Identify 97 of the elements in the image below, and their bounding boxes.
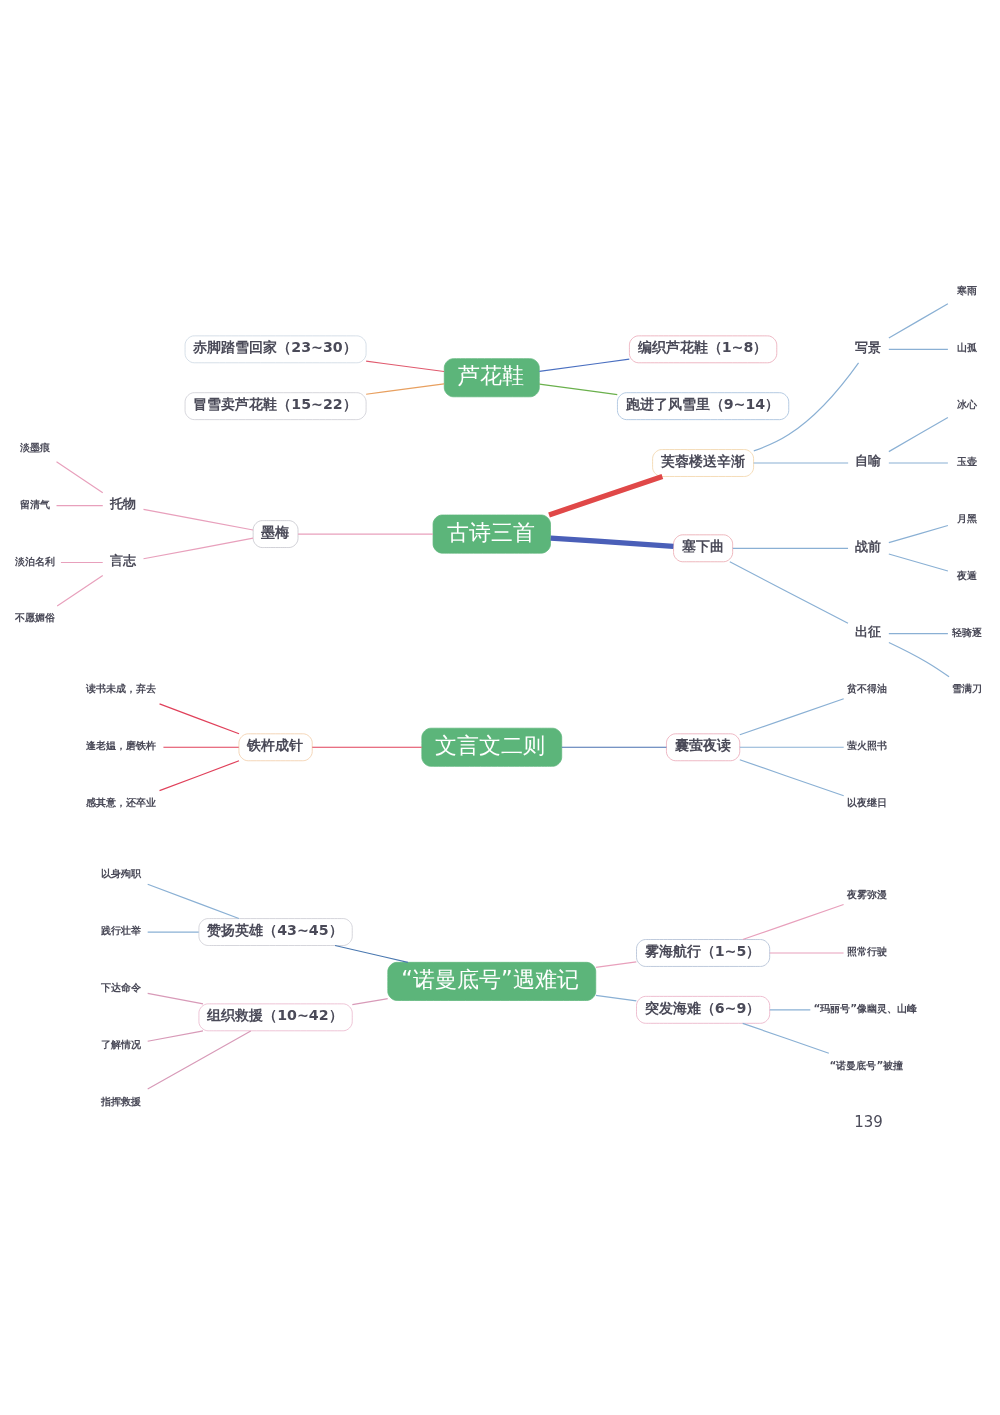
node-text: 月黑 [957, 511, 978, 524]
node-box: 古诗三首 [432, 514, 551, 554]
connector [297, 533, 434, 535]
connector [548, 473, 664, 517]
node-text: 以身殉职 [101, 866, 142, 879]
node-text: 照常行驶 [846, 944, 887, 957]
node-box: 突发海难（6~9） [636, 995, 771, 1024]
node-text: 践行壮举 [101, 923, 142, 936]
node-text: 了解情况 [101, 1037, 142, 1050]
connector [365, 360, 445, 372]
connector [60, 561, 104, 563]
connector [888, 632, 949, 634]
connector [732, 547, 849, 549]
connector [769, 1008, 811, 1010]
node-box: 墨梅 [252, 519, 299, 548]
node-box: 铁杵成针 [238, 732, 313, 761]
node-text: 夜雾弥漫 [846, 887, 887, 900]
connector [595, 960, 637, 968]
connector [888, 641, 950, 677]
node-text: 山孤 [957, 340, 978, 353]
node-box: 冒雪卖芦花鞋（15~22） [184, 391, 367, 420]
connector [742, 903, 845, 940]
node-text: 夜遁 [957, 568, 978, 581]
node-text: 读书未成，弃去 [85, 681, 156, 694]
node-text: 言志 [109, 552, 136, 568]
connector [147, 1029, 204, 1042]
connector [311, 746, 423, 748]
node-text: 萤火照书 [846, 738, 887, 751]
connector [147, 1029, 252, 1090]
node-text: 寒雨 [957, 283, 978, 296]
connector [158, 702, 240, 734]
connector [55, 504, 104, 506]
connector [147, 930, 200, 933]
node-box: 雾海航行（1~5） [636, 938, 771, 967]
node-text: 下达命令 [101, 980, 142, 993]
connector [142, 508, 254, 531]
connector [753, 461, 849, 464]
node-text: 出征 [855, 623, 882, 639]
node-text: 雪满刀 [952, 681, 983, 694]
node-text: 不愿媚俗 [14, 610, 55, 623]
connector [561, 746, 667, 748]
connector [888, 552, 949, 572]
connector [742, 1022, 830, 1054]
node-text: 指挥救援 [101, 1094, 142, 1107]
node-box: “诺曼底号”遇难记 [387, 961, 597, 1001]
connector [739, 758, 845, 796]
node-text: 玉壶 [957, 454, 978, 467]
node-box: 赞扬英雄（43~45） [198, 917, 353, 946]
node-box: 文言文二则 [421, 727, 563, 767]
node-text: 轻骑逐 [952, 625, 983, 638]
connector [888, 461, 949, 464]
connector [351, 997, 389, 1005]
connector [55, 460, 104, 493]
connector [888, 524, 949, 543]
node-text: 逢老媪，磨铁杵 [85, 738, 156, 751]
node-box: 组织救援（10~42） [198, 1002, 353, 1031]
connector [888, 302, 949, 339]
node-box: 赤脚踏雪回家（23~30） [184, 334, 367, 363]
connector [538, 382, 618, 395]
node-text: 以夜继日 [846, 795, 887, 808]
connector [147, 883, 240, 919]
label: 139 [854, 1112, 883, 1131]
connector [538, 358, 630, 372]
node-text: 托物 [109, 495, 136, 511]
node-box: 塞下曲 [673, 533, 733, 562]
connector [550, 534, 674, 549]
node-text: 贫不得油 [846, 681, 887, 694]
connector [334, 944, 409, 963]
connector [888, 348, 949, 350]
connector [595, 994, 637, 1001]
connector [888, 416, 949, 452]
connector [729, 560, 849, 624]
node-box: 跑进了风雪里（9~14） [617, 391, 790, 420]
node-box: 芦花鞋 [443, 357, 540, 397]
connector [739, 697, 845, 735]
node-text: 淡墨痕 [20, 440, 51, 453]
node-box: 编织芦花鞋（1~8） [629, 334, 778, 363]
connector [162, 746, 240, 748]
node-text: “诺曼底号”被撞 [829, 1058, 904, 1071]
connector [739, 746, 845, 748]
connector [365, 382, 445, 395]
node-text: 留清气 [20, 497, 51, 510]
node-text: 自喻 [855, 452, 882, 468]
connector [158, 759, 240, 791]
node-text: 冰心 [957, 397, 978, 410]
node-box: 囊萤夜读 [666, 732, 741, 761]
connector [56, 574, 104, 606]
node-text: 淡泊名利 [14, 554, 55, 567]
node-text: 战前 [855, 538, 882, 554]
connector [753, 361, 860, 451]
node-box: 芙蓉楼送辛渐 [652, 448, 754, 477]
connector [147, 992, 204, 1004]
node-text: 写景 [855, 339, 882, 355]
connector [769, 951, 845, 954]
node-text: “玛丽号”像幽灵、山峰 [813, 1001, 918, 1014]
connector [142, 537, 254, 559]
node-text: 感其意，还卒业 [85, 795, 156, 808]
